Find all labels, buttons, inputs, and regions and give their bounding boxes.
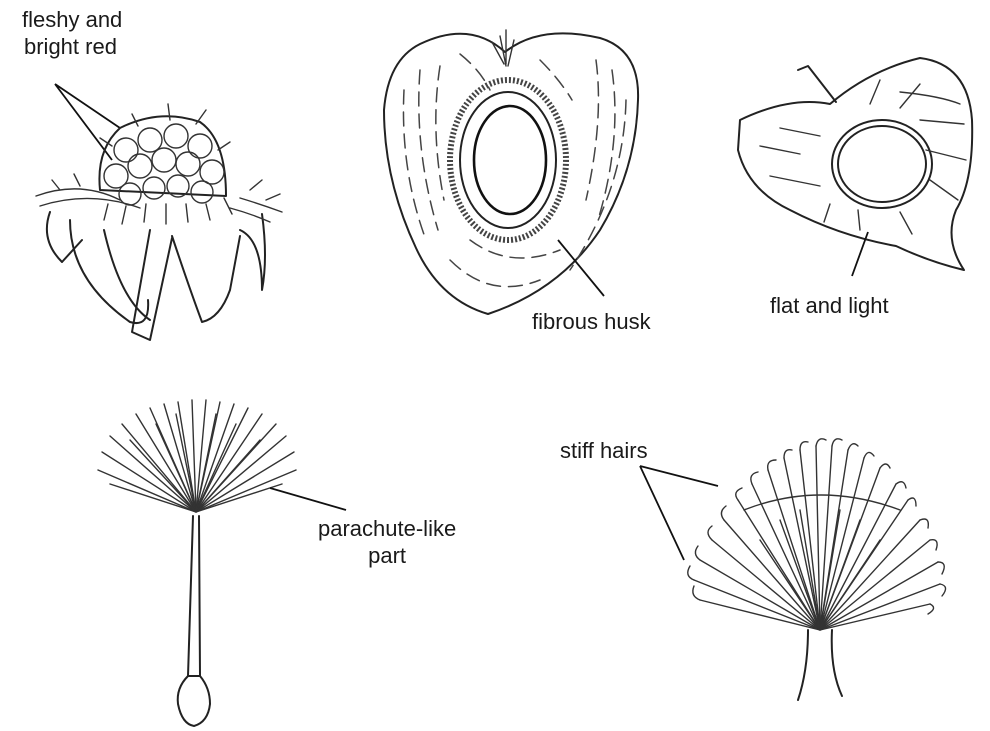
stiff-hair-seed-drawing [640,439,946,700]
stiff-hairs-pointer-lines [640,466,718,560]
winged-seed-drawing [738,58,972,276]
parachute-seed-body [178,676,210,726]
fleshy-fruit-drawing [36,84,282,340]
husk-outline [384,33,638,314]
parachute-pointer-line [270,488,346,510]
parachute-stalk [188,516,200,676]
coconut-drawing [384,30,638,314]
fleshy-pointer-lines [55,84,120,160]
husk-pointer-line [558,240,604,296]
parachute-seed-drawing [98,400,346,726]
burr-stalk [798,630,842,700]
wing-outline [738,58,972,270]
